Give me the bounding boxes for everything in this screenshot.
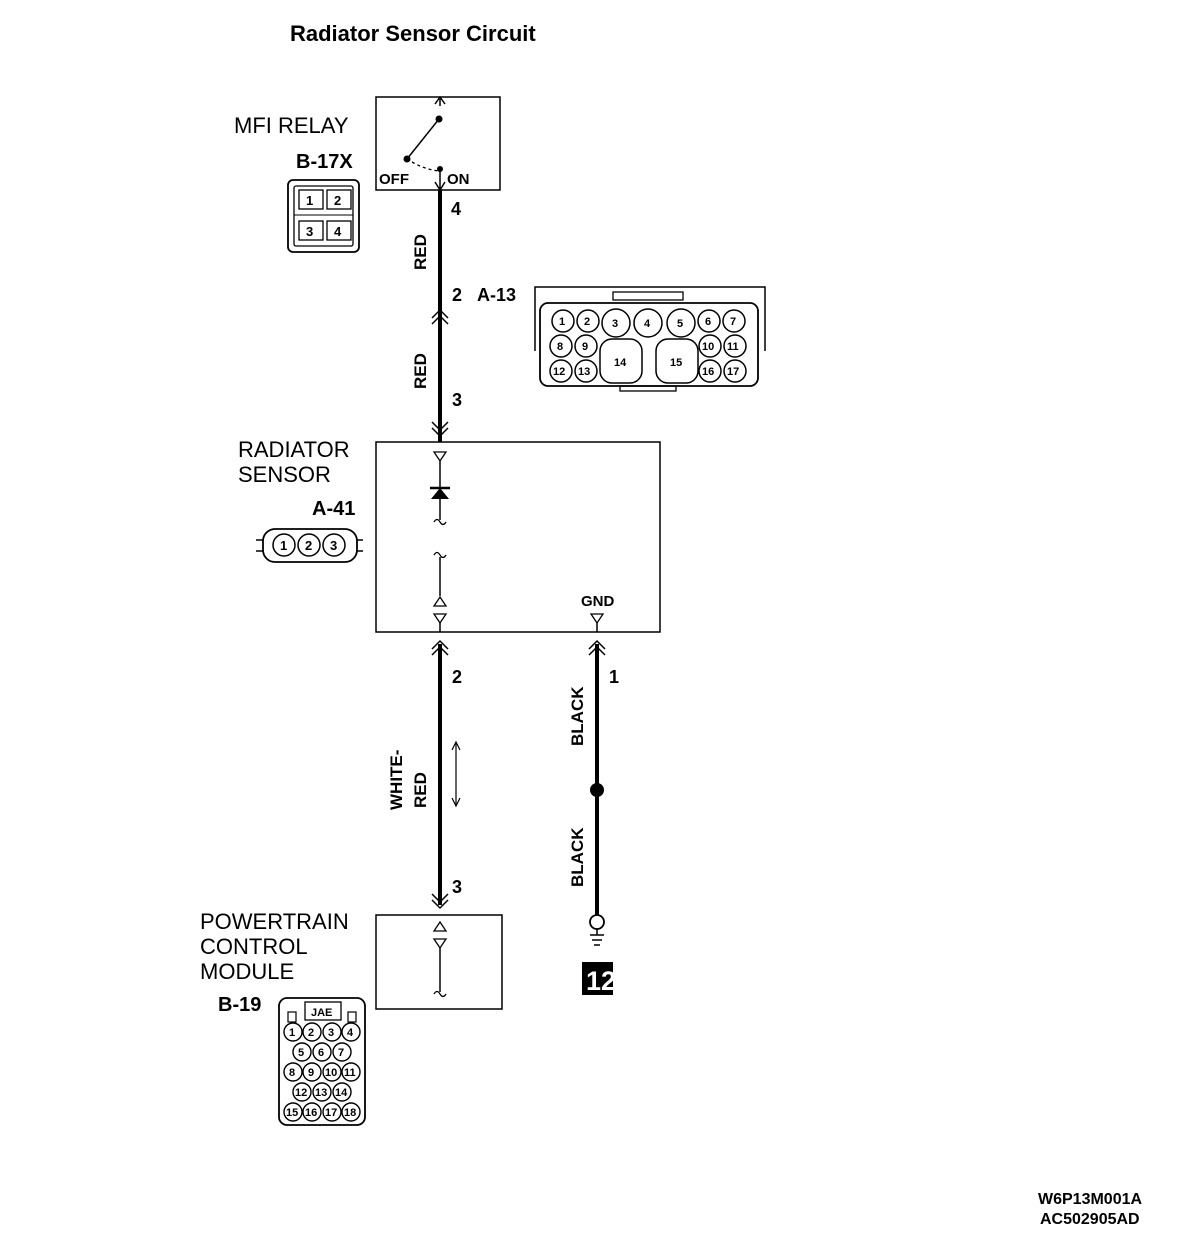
b17x-pin: 2 xyxy=(334,193,341,208)
b19-pin: 13 xyxy=(315,1087,327,1099)
b19-pin: 9 xyxy=(308,1067,314,1079)
b19-pin: 17 xyxy=(325,1107,337,1119)
wire-color-label: RED xyxy=(411,353,430,389)
a13-pin: 14 xyxy=(614,357,627,369)
a13-pin: 11 xyxy=(727,341,739,353)
a13-pin: 8 xyxy=(557,341,563,353)
a41-connector-icon: 1 2 3 xyxy=(256,528,363,563)
figure-code: W6P13M001A xyxy=(1038,1191,1142,1208)
sensor-gnd-label: GND xyxy=(581,593,615,610)
wire-color-label: RED xyxy=(411,234,430,270)
pcm-pin-number: 3 xyxy=(452,877,462,897)
a13-pin: 16 xyxy=(702,366,714,378)
mfi-relay: OFF ON xyxy=(375,95,501,192)
b19-connector-icon: JAE 1 2 3 4 5 6 7 8 9 10 11 12 13 14 xyxy=(278,997,366,1126)
a13-pin: 1 xyxy=(559,316,565,328)
relay-on-label: ON xyxy=(447,171,470,188)
wire-color-label: BLACK xyxy=(568,827,587,887)
relay-off-label: OFF xyxy=(379,171,409,188)
a13-pin: 13 xyxy=(578,366,590,378)
a13-pin: 5 xyxy=(677,318,683,330)
b19-pin: 11 xyxy=(344,1067,356,1079)
bidirectional-signal-arrow xyxy=(451,740,461,808)
b19-pin: 4 xyxy=(347,1027,354,1039)
pcm-box xyxy=(375,914,503,1010)
a41-pin: 3 xyxy=(330,538,337,553)
pcm-input-junction xyxy=(431,893,449,910)
sensor-name-line2: SENSOR xyxy=(238,462,331,487)
sensor-connector-id: A-41 xyxy=(312,498,355,520)
relay-terminal-number: 4 xyxy=(451,199,461,219)
a41-pin: 2 xyxy=(305,538,312,553)
b17x-pin: 4 xyxy=(334,224,342,239)
radiator-sensor-box xyxy=(375,441,661,633)
a13-pin: 12 xyxy=(553,366,565,378)
b19-pin: 8 xyxy=(289,1067,295,1079)
ground-point-number: 12 xyxy=(586,966,616,996)
a13-pin-in: 2 xyxy=(452,285,462,305)
pcm-name-line1: POWERTRAIN xyxy=(200,909,349,934)
a13-pin: 7 xyxy=(730,316,736,328)
ground-symbol xyxy=(589,914,605,946)
b19-pin: 14 xyxy=(335,1087,348,1099)
pcm-connector-id: B-19 xyxy=(218,994,261,1016)
a13-pin: 9 xyxy=(582,341,588,353)
sensor-signal-pin: 2 xyxy=(452,667,462,687)
a13-pin: 4 xyxy=(644,318,651,330)
sensor-input-junction xyxy=(431,421,449,438)
mfi-relay-connector-id: B-17X xyxy=(296,151,353,173)
b19-pin: 16 xyxy=(305,1107,317,1119)
b19-maker-label: JAE xyxy=(311,1007,332,1019)
b19-pin: 2 xyxy=(308,1027,314,1039)
pcm xyxy=(375,914,503,1010)
mfi-relay-name: MFI RELAY xyxy=(234,113,349,138)
a13-pin: 6 xyxy=(705,316,711,328)
b19-pin: 7 xyxy=(338,1047,344,1059)
sensor-name-line1: RADIATOR xyxy=(238,437,350,462)
b19-pin: 15 xyxy=(286,1107,298,1119)
b19-pin: 12 xyxy=(295,1087,307,1099)
radiator-sensor: GND xyxy=(375,441,661,633)
pcm-name-line3: MODULE xyxy=(200,959,294,984)
b19-pin: 6 xyxy=(318,1047,324,1059)
a13-pin-out: 3 xyxy=(452,390,462,410)
b19-pin: 1 xyxy=(289,1027,295,1039)
ground-point-badge: 12 xyxy=(582,962,616,996)
diagram-title: Radiator Sensor Circuit xyxy=(290,21,536,46)
wire-color-label: WHITE- xyxy=(387,750,406,810)
b17x-connector-icon: 1 2 3 4 xyxy=(287,179,360,253)
a13-pin: 3 xyxy=(612,318,618,330)
a13-connector-id: A-13 xyxy=(477,285,516,305)
sensor-gnd-pin: 1 xyxy=(609,667,619,687)
b17x-pin: 1 xyxy=(306,193,313,208)
splice-point xyxy=(590,783,604,797)
b19-pin: 5 xyxy=(298,1047,304,1059)
document-code: AC502905AD xyxy=(1040,1211,1140,1228)
pcm-name-line2: CONTROL xyxy=(200,934,308,959)
wire-color-label: RED xyxy=(411,772,430,808)
a13-pin: 2 xyxy=(584,316,590,328)
a41-pin: 1 xyxy=(280,538,287,553)
b19-pin: 18 xyxy=(344,1107,356,1119)
b19-pin: 3 xyxy=(328,1027,334,1039)
b19-pin: 10 xyxy=(325,1067,337,1079)
a13-connector-icon: 1 2 3 4 5 6 7 8 9 10 11 14 15 12 13 16 1… xyxy=(534,286,766,392)
a13-pin: 17 xyxy=(727,366,739,378)
a13-pin: 10 xyxy=(702,341,714,353)
b17x-pin: 3 xyxy=(306,224,313,239)
wire-color-label: BLACK xyxy=(568,686,587,746)
a13-pin: 15 xyxy=(670,357,682,369)
